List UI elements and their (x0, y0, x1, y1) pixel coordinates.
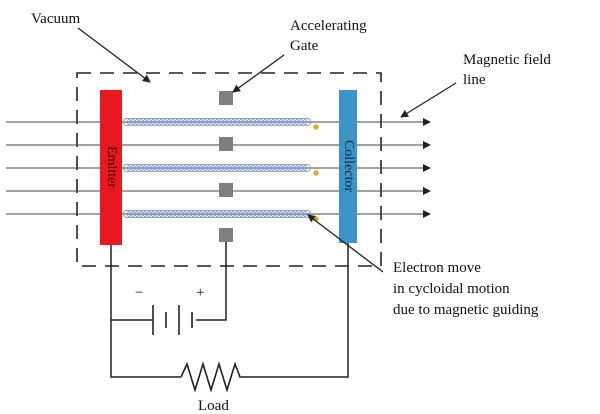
gate-block (219, 137, 233, 151)
field-arrow (400, 82, 457, 118)
electron-dot (313, 124, 319, 130)
battery-minus-sign: − (135, 285, 143, 301)
magnetic-field-lines (6, 118, 431, 218)
collector-label: Collector (341, 140, 356, 192)
accelerating-gate (219, 91, 233, 242)
electron-coil (122, 163, 319, 176)
gate-wire (196, 242, 227, 321)
load-wire-left (110, 320, 181, 378)
electron-dot (313, 170, 319, 176)
gate-block (219, 228, 233, 242)
gate-label-line2: Gate (290, 38, 319, 54)
emitter-plate (100, 90, 122, 245)
load-wire-right (245, 243, 349, 378)
emitter-wire (110, 245, 153, 321)
electron-arrow (307, 214, 384, 273)
gate-label-line1: Accelerating (290, 18, 367, 34)
vacuum-enclosure (76, 72, 382, 267)
load-resistor (180, 361, 245, 393)
electron-coil (122, 117, 319, 130)
electron-coil (122, 209, 319, 222)
vacuum-arrow (77, 27, 151, 83)
electron-label-line2: in cycloidal motion (393, 281, 510, 297)
emitter-label: Emitter (104, 146, 119, 188)
gate-block (219, 91, 233, 105)
collector-plate (339, 90, 357, 243)
field-label-line1: Magnetic field (463, 52, 551, 68)
annotation-arrows (77, 27, 457, 273)
electron-label-line3: due to magnetic guiding (393, 302, 539, 318)
gate-arrow (232, 54, 285, 93)
electron-label-line1: Electron move (393, 260, 481, 276)
load-label: Load (198, 398, 229, 414)
battery (152, 305, 193, 335)
battery-plus-sign: + (196, 285, 204, 301)
vacuum-label: Vacuum (31, 11, 80, 27)
circuit-wires (110, 242, 349, 378)
electron-paths (122, 117, 319, 222)
field-label-line2: line (463, 72, 486, 88)
gate-block (219, 183, 233, 197)
